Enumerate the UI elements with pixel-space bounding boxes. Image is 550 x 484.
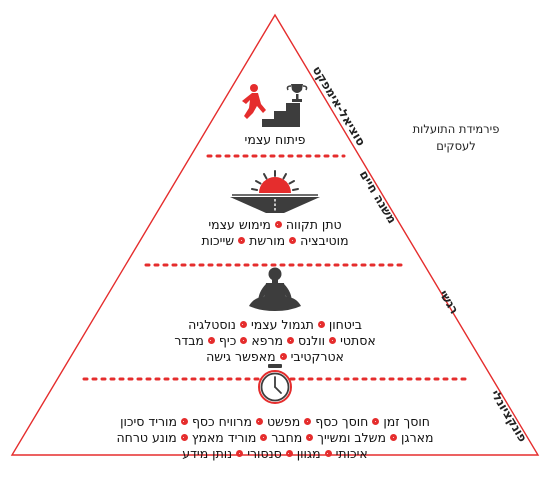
bullet-dot	[207, 337, 215, 344]
pyramid-title-line-2: לעסקים	[436, 139, 476, 153]
benefit-row: מוטיבציה מורשת שייכות	[150, 233, 400, 249]
bullet-dot	[240, 337, 248, 344]
benefit-item: מפשט	[266, 414, 301, 429]
benefit-item: מוריד סיכון	[120, 414, 177, 429]
bullet-dot	[260, 434, 268, 441]
benefit-row: אסתטי וולנס מרפא כיף מבדר	[125, 333, 425, 349]
pyramid-title-line-1: פירמידת התועלות	[412, 122, 500, 136]
benefit-item: מוריד מאמץ	[191, 430, 257, 445]
bullet-dot	[372, 418, 380, 425]
benefit-row: מארגן משלב ומשייך מחבר מוריד מאמץ מונע טרחה	[75, 430, 475, 446]
bullet-dot	[289, 237, 297, 244]
clock-icon	[258, 364, 292, 404]
benefit-item: אסתטי	[340, 333, 376, 348]
bullet-dot	[306, 434, 314, 441]
benefit-item: חוסך כסף	[315, 414, 369, 429]
bullet-dot	[274, 221, 282, 228]
benefit-item: מימוש עצמי	[208, 217, 271, 232]
benefit-row: חוסך זמן חוסך כסף מפשט מרוויח כסף מוריד סיכו…	[75, 414, 475, 430]
benefit-item: מונע טרחה	[116, 430, 177, 445]
benefit-item: מאפשר גישה	[206, 349, 276, 364]
benefit-item: מחבר	[271, 430, 303, 445]
benefit-item: כיף	[218, 333, 237, 348]
benefit-item: משלב ומשייך	[317, 430, 387, 445]
bullet-dot	[180, 434, 188, 441]
benefit-item: מורשת	[249, 233, 286, 248]
person-climbing-stairs-to-trophy-icon	[242, 84, 308, 127]
benefit-item: מרוויח כסף	[191, 414, 252, 429]
bullet-dot	[279, 353, 287, 360]
bullet-dot	[236, 450, 244, 457]
benefit-item: וולנס	[298, 333, 326, 348]
benefit-row: איכותי מגוון סנסורי נותן מידע	[75, 446, 475, 462]
benefit-row: פיתוח עצמי	[180, 132, 370, 148]
bullet-dot	[287, 337, 295, 344]
road-to-sunrise-icon	[230, 170, 320, 213]
benefit-item: חוסך זמן	[383, 414, 430, 429]
bullet-dot	[239, 321, 247, 328]
benefit-item: איכותי	[335, 446, 368, 461]
bullet-dot	[304, 418, 312, 425]
benefit-item: מארגן	[401, 430, 434, 445]
bullet-dot	[238, 237, 246, 244]
benefit-item: סנסורי	[247, 446, 282, 461]
pyramid-title: פירמידת התועלות לעסקים	[395, 121, 517, 155]
benefit-item: שייכות	[201, 233, 235, 248]
benefit-item: מבדר	[174, 333, 204, 348]
benefit-row: טתן תקווה מימוש עצמי	[150, 217, 400, 233]
bullet-dot	[329, 337, 337, 344]
bullet-dot	[324, 450, 332, 457]
bullet-dot	[180, 418, 188, 425]
benefit-row: ביטחון תגמול עצמי נוסטלגיה	[125, 317, 425, 333]
benefit-item: מגוון	[296, 446, 321, 461]
meditating-person-icon	[249, 267, 301, 311]
bullet-dot	[255, 418, 263, 425]
benefit-item: אטרקטיבי	[290, 349, 344, 364]
benefit-item: נוסטלגיה	[188, 317, 236, 332]
benefit-item: מוטיבציה	[300, 233, 349, 248]
benefit-item: פיתוח עצמי	[244, 132, 306, 147]
benefit-item: טתן תקווה	[285, 217, 342, 232]
benefit-item: נותן מידע	[182, 446, 233, 461]
benefit-row: אטרקטיבי מאפשר גישה	[125, 349, 425, 365]
benefit-item: תגמול עצמי	[250, 317, 314, 332]
bullet-dot	[390, 434, 398, 441]
benefit-item: מרפא	[251, 333, 284, 348]
benefit-item: ביטחון	[328, 317, 362, 332]
pyramid-outline	[10, 13, 540, 456]
bullet-dot	[285, 450, 293, 457]
bullet-dot	[317, 321, 325, 328]
